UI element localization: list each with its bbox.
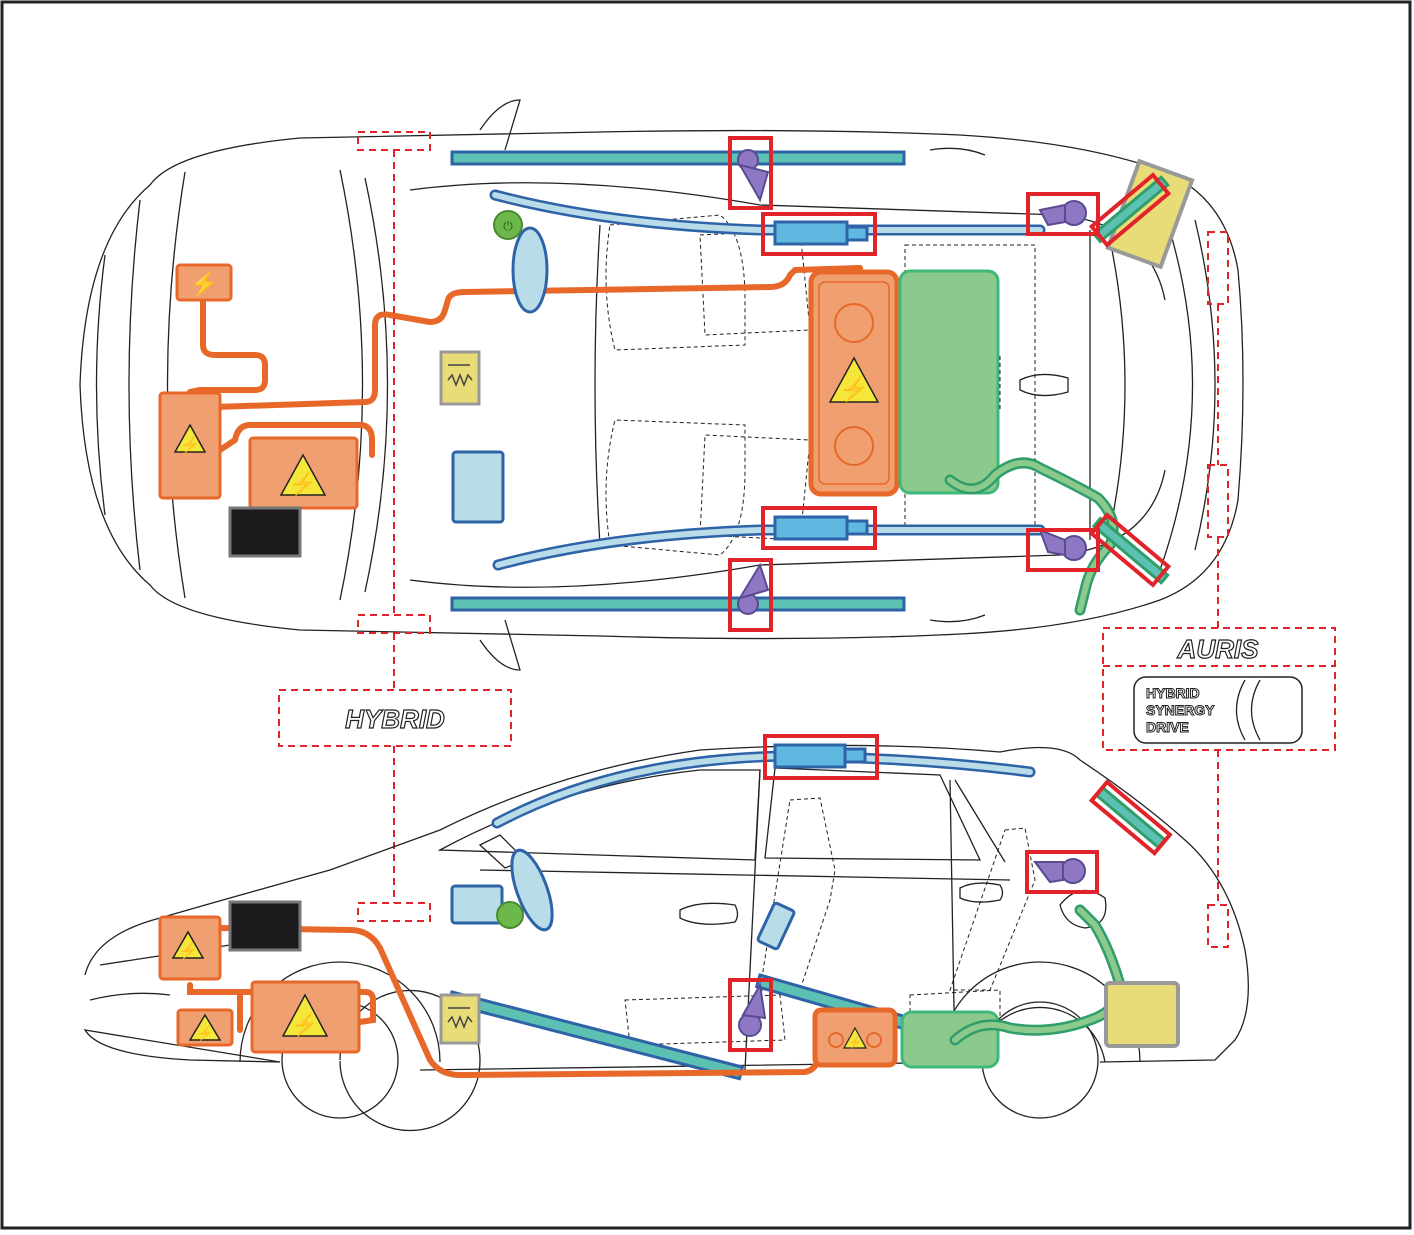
top-reinforcement-bars	[450, 150, 906, 612]
hsd-line-2: SYNERGY	[1146, 702, 1215, 718]
hv-inverter-top-glyph: ⚡	[180, 435, 200, 454]
power-switch-top-icon: ⏻	[503, 219, 513, 233]
reinforcement-bar-lower	[450, 596, 906, 612]
hsd-badge-plate	[1133, 676, 1303, 744]
hv-components-top: ⚡ ⚡ ⚡ ⚡	[158, 263, 900, 558]
hv-cable-main	[212, 265, 865, 410]
hv-unit-top-small-glyph: ⚡	[189, 270, 219, 298]
callout-frames-top	[728, 136, 1172, 632]
hv-motor-side-glyph: ⚡	[291, 1012, 318, 1038]
hv-unit-top-small	[175, 263, 233, 302]
side-airbag-seat	[756, 901, 796, 951]
pretensioners-top	[737, 149, 1087, 615]
top-view: ⚡ ⚡ ⚡ ⚡ ⏻	[79, 99, 1244, 671]
inflator-top-upper	[773, 220, 849, 246]
fuel-system-top	[898, 269, 1119, 616]
lv-battery-top	[1105, 158, 1195, 270]
lv-battery-side	[1104, 981, 1180, 1048]
hv-inverter-side-glyph: ⚡	[178, 941, 198, 960]
inflator-top-lower	[773, 515, 849, 541]
hybrid-badge: HYBRID	[345, 704, 445, 734]
auris-badge: AURIS	[1177, 634, 1260, 664]
ecu-side	[228, 900, 302, 952]
fuel-tank-top	[898, 269, 1000, 495]
rear-reinforcement-top	[1091, 175, 1170, 585]
hv-unit-side-small-glyph: ⚡	[196, 1025, 213, 1042]
passenger-airbag-top	[451, 450, 505, 524]
hv-motor-top-glyph: ⚡	[289, 471, 316, 497]
hv-battery-side-glyph: ⚡	[848, 1036, 862, 1049]
hv-cable-side	[217, 925, 821, 1078]
power-switch-top	[493, 210, 523, 240]
hv-inverter-top-warning	[173, 423, 207, 453]
hsd-line-1: HYBRID	[1146, 685, 1200, 701]
hsd-line-3: DRIVE	[1146, 719, 1189, 735]
hv-cables-top	[187, 265, 865, 458]
auris-badge-frame	[1102, 627, 1336, 751]
hv-motor-top-warning	[279, 453, 327, 496]
inflators-top	[773, 220, 869, 541]
hv-battery-top-glyph: ⚡	[839, 375, 869, 403]
ecu-top	[228, 506, 302, 558]
hv-battery-top-cell-1	[834, 303, 874, 343]
steering-airbag-side	[510, 848, 554, 932]
power-switch-side	[496, 901, 524, 929]
hv-battery-top-cell-2	[834, 426, 874, 466]
passenger-airbag-side	[450, 884, 504, 925]
side-view: ⚡ ⚡ ⚡ ⚡	[83, 734, 1249, 1132]
resistor-unit-top-symbol	[447, 364, 473, 388]
badge-callouts	[278, 131, 1336, 948]
top-curtain-airbags	[489, 189, 1046, 571]
inflator-side	[773, 743, 847, 769]
hv-battery-top-warning	[828, 356, 880, 403]
hv-components-side: ⚡ ⚡ ⚡ ⚡	[158, 900, 898, 1068]
pretensioners-side	[738, 858, 1086, 1037]
reinforcement-bar-upper	[450, 150, 906, 166]
steering-airbag-top	[511, 226, 549, 314]
resistor-unit-top	[439, 350, 481, 406]
callout-frames-side	[728, 734, 1173, 1052]
badges: HYBRID AURIS HYBRID SYNERGY DRIVE	[345, 633, 1303, 744]
